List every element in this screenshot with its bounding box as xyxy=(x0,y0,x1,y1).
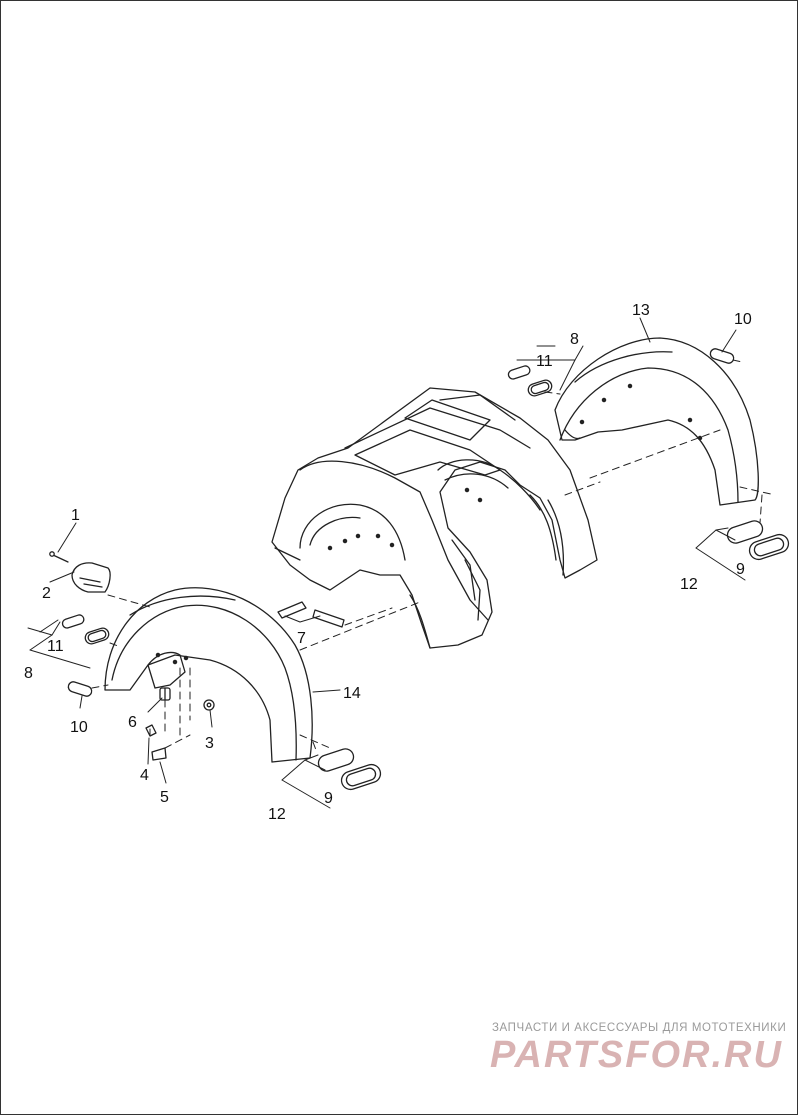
callout-8-left: 8 xyxy=(24,665,33,682)
bottom-lenses-part xyxy=(317,748,382,791)
callout-12-bottom: 12 xyxy=(268,806,286,823)
right-lenses-part xyxy=(726,520,790,561)
left-pad-10-part xyxy=(67,681,93,697)
callout-14: 14 xyxy=(343,685,361,702)
screw-part xyxy=(49,551,69,563)
marker-lamp-part xyxy=(71,562,111,593)
callout-1: 1 xyxy=(71,507,80,524)
watermark-logo: PARTSFOR.RU xyxy=(490,1034,783,1076)
trunk-body xyxy=(271,387,598,649)
leader-lines xyxy=(27,317,746,809)
callout-5: 5 xyxy=(160,789,169,806)
callout-9-right: 9 xyxy=(736,561,745,578)
callout-10-right: 10 xyxy=(734,311,752,328)
callout-2: 2 xyxy=(42,585,51,602)
callout-12-right: 12 xyxy=(680,576,698,593)
callout-11-left: 11 xyxy=(47,638,64,655)
assembly-lines xyxy=(91,359,776,751)
bracket-part xyxy=(151,747,167,761)
left-fender xyxy=(104,587,313,763)
watermark-tagline: ЗАПЧАСТИ И АКСЕССУАРЫ ДЛЯ МОТОТЕХНИКИ xyxy=(492,1022,787,1034)
callout-10-left: 10 xyxy=(70,719,88,736)
callout-7: 7 xyxy=(297,630,306,647)
callout-labels: 1 2 3 4 5 6 7 8 8 9 9 10 10 11 11 12 12 … xyxy=(24,302,752,823)
callout-11-right: 11 xyxy=(536,353,553,370)
callout-8-right: 8 xyxy=(570,331,579,348)
right-fender xyxy=(554,337,759,506)
callout-9-bottom: 9 xyxy=(324,790,333,807)
callout-4: 4 xyxy=(140,767,149,784)
clip-part xyxy=(145,724,157,737)
callout-13: 13 xyxy=(632,302,650,319)
callout-3: 3 xyxy=(205,735,214,752)
callout-6: 6 xyxy=(128,714,137,731)
strips-part xyxy=(277,601,345,628)
left-pads-part xyxy=(61,614,110,645)
washer-part xyxy=(203,699,215,711)
